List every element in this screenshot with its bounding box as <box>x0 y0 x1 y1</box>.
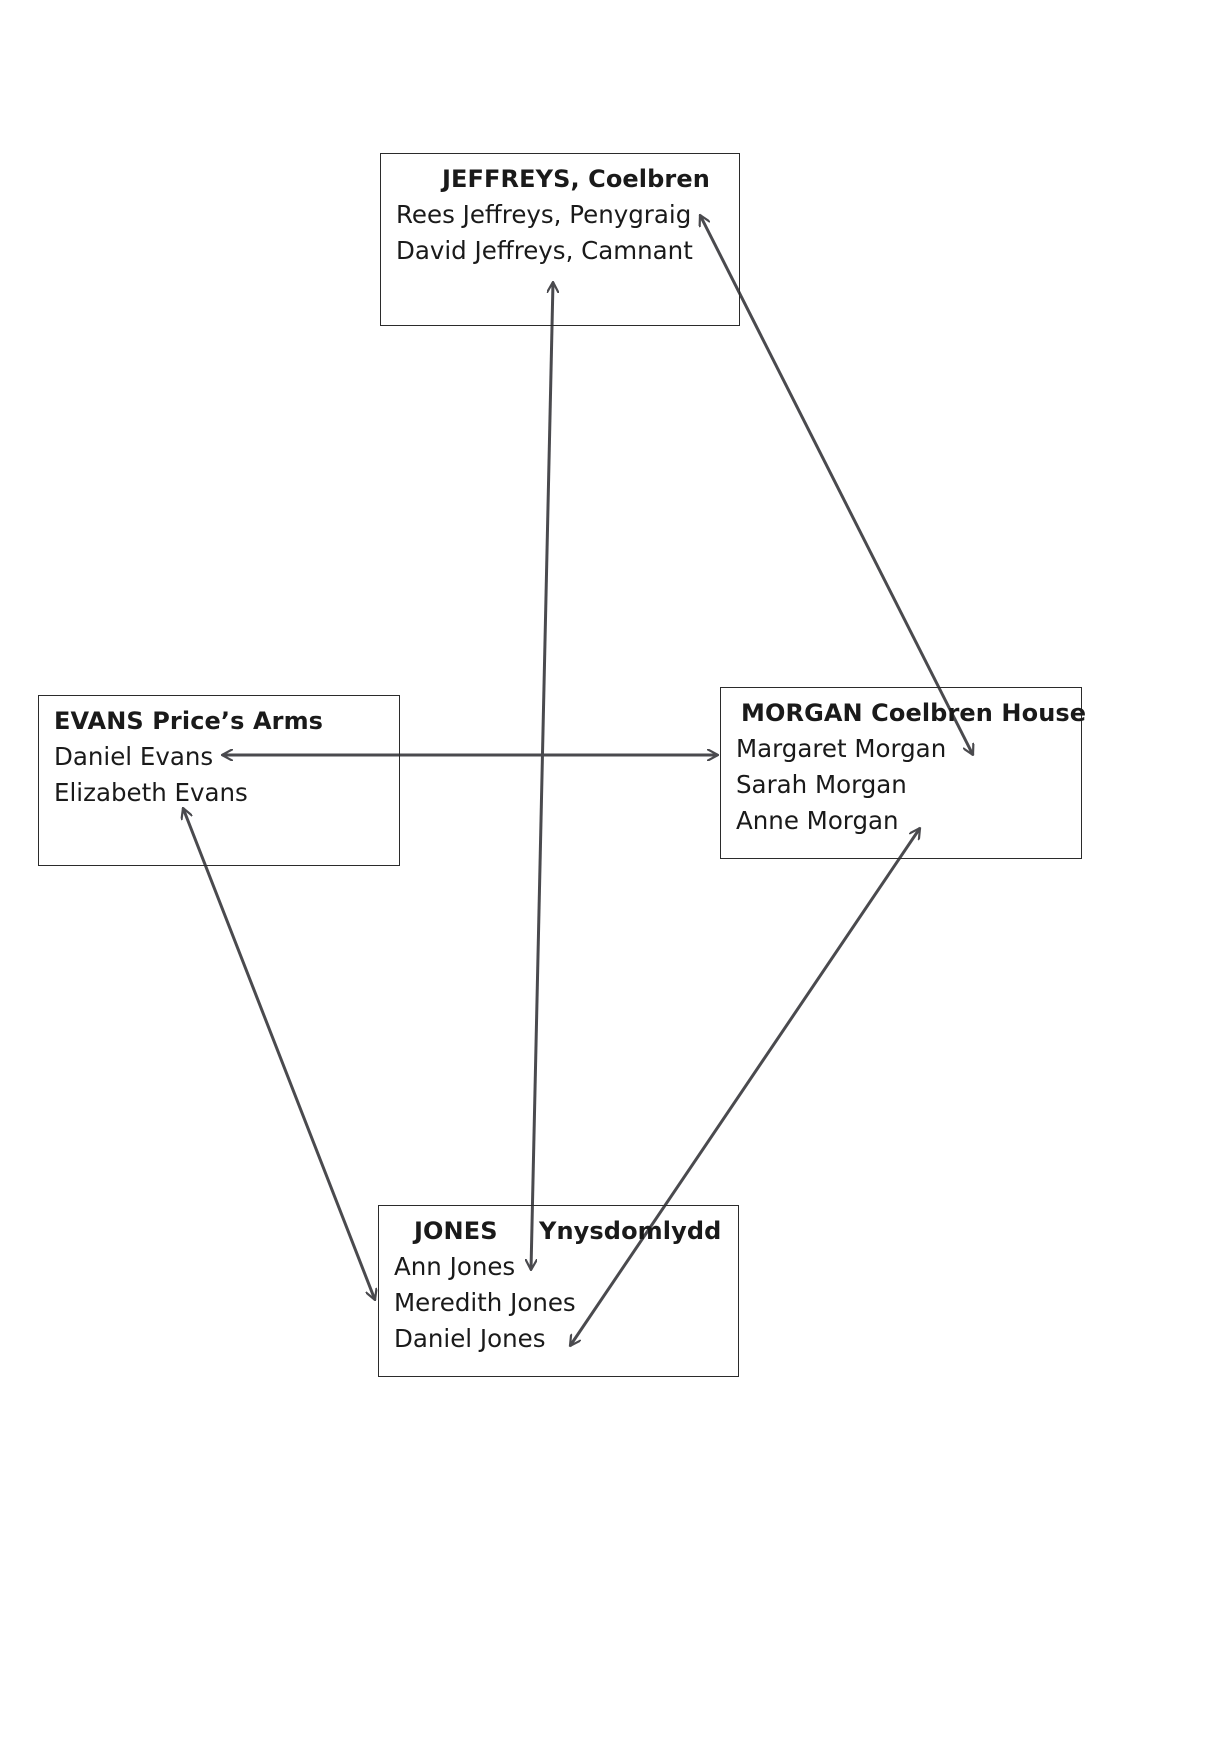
member-meredith-jones: Meredith Jones <box>394 1288 576 1317</box>
member-ann-jones: Ann Jones <box>394 1252 516 1281</box>
family-box-jeffreys: JEFFREYS, Coelbren Rees Jeffreys, Penygr… <box>380 153 740 326</box>
arrow-jeffreys-rees-to-morgan-margaret <box>700 215 973 755</box>
member-daniel-evans: Daniel Evans <box>54 742 214 771</box>
family-place-jones: Ynysdomlydd <box>539 1217 722 1245</box>
member-elizabeth-evans: Elizabeth Evans <box>54 778 248 807</box>
member-sarah-morgan: Sarah Morgan <box>736 770 907 799</box>
family-title-jeffreys: JEFFREYS, Coelbren <box>442 165 710 193</box>
member-rees-jeffreys: Rees Jeffreys, Penygraig <box>396 200 692 229</box>
arrow-jeffreys-david-to-jones-ann <box>531 282 553 1270</box>
arrow-morgan-anne-to-jones-daniel <box>570 828 920 1346</box>
family-title-evans: EVANS Price’s Arms <box>54 707 324 735</box>
member-david-jeffreys: David Jeffreys, Camnant <box>396 236 693 265</box>
family-box-morgan: MORGAN Coelbren House Margaret Morgan Sa… <box>720 687 1086 859</box>
family-box-jones: JONES Ynysdomlydd Ann Jones Meredith Jon… <box>378 1205 739 1377</box>
arrow-evans-elizabeth-to-jones-meredith <box>183 808 375 1300</box>
member-daniel-jones: Daniel Jones <box>394 1324 546 1353</box>
family-box-evans: EVANS Price’s Arms Daniel Evans Elizabet… <box>38 695 400 866</box>
member-margaret-morgan: Margaret Morgan <box>736 734 947 763</box>
member-anne-morgan: Anne Morgan <box>736 806 899 835</box>
family-title-morgan: MORGAN Coelbren House <box>741 699 1087 727</box>
family-title-jones: JONES <box>414 1217 498 1245</box>
